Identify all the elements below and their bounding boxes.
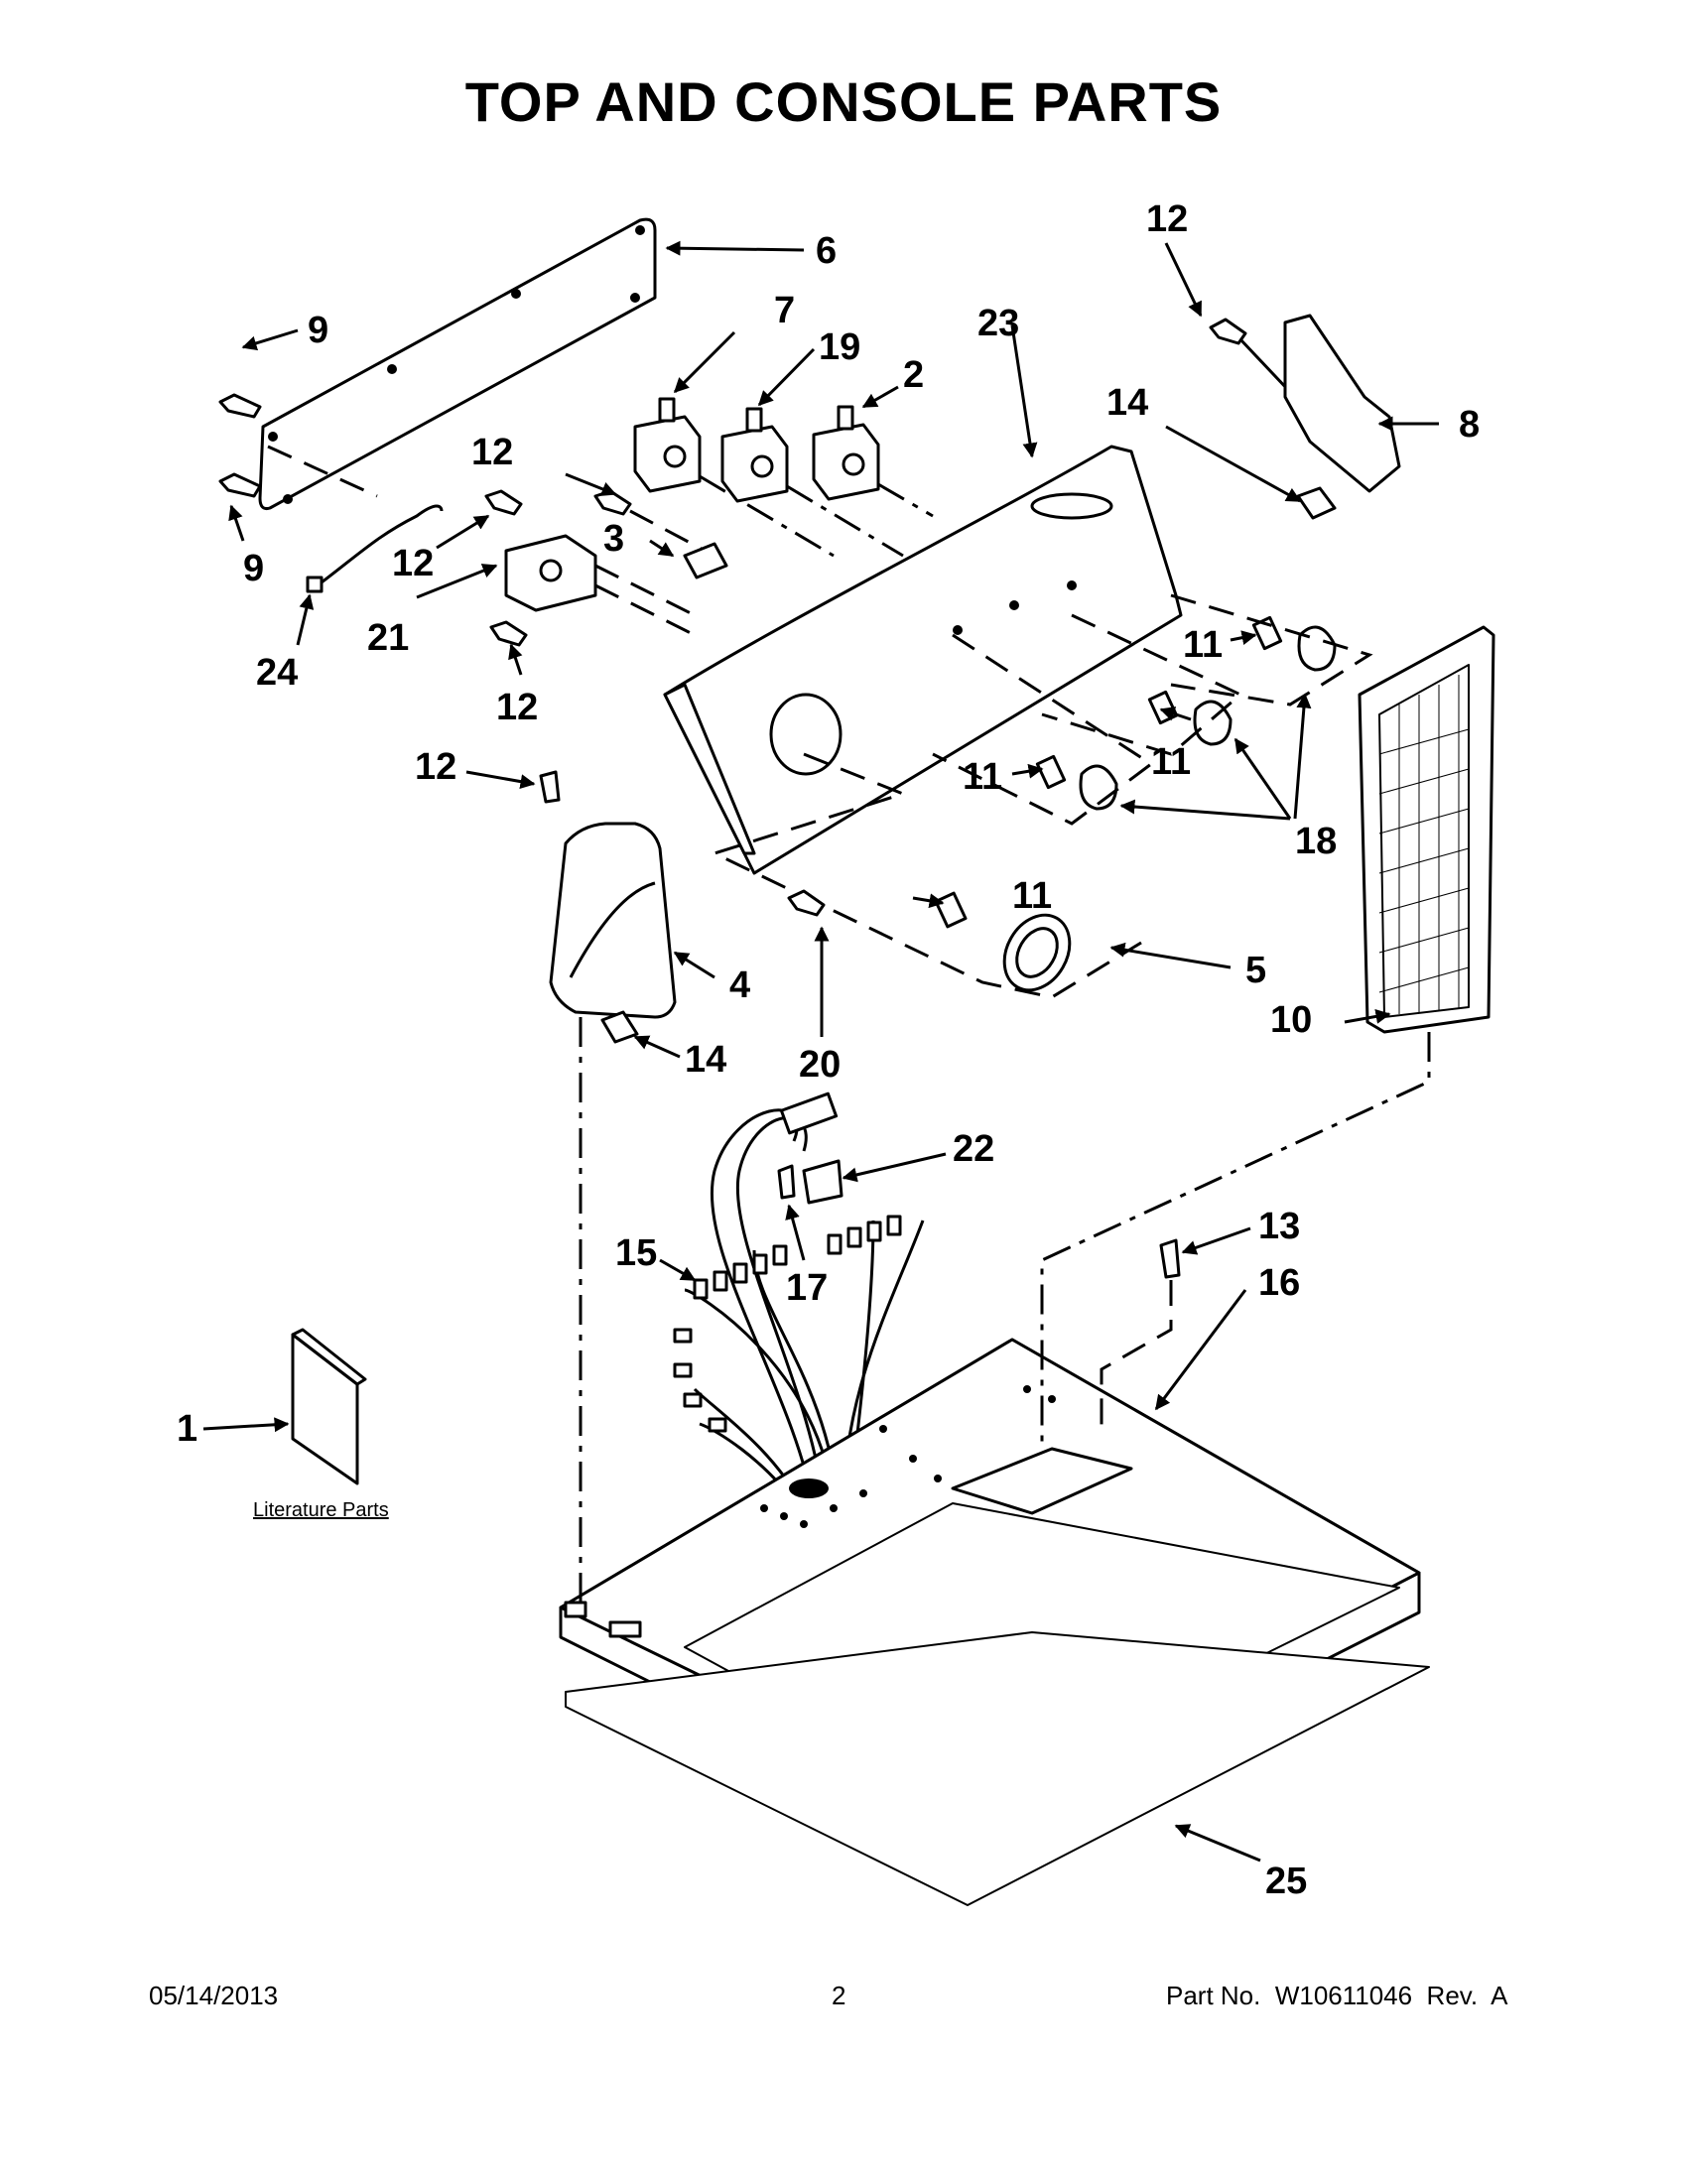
callout-11-c: 11 (963, 756, 1002, 798)
screw-13 (1159, 1238, 1181, 1279)
lint-screen-10 (1358, 625, 1495, 1034)
callout-12-left-mid: 12 (392, 543, 434, 584)
callout-8: 8 (1459, 404, 1480, 446)
knob-18-c (1035, 754, 1118, 811)
wire-harness-24 (306, 504, 444, 593)
rear-console-bracket (258, 217, 657, 510)
callout-21: 21 (367, 617, 409, 659)
screw-12-left (539, 770, 561, 804)
callout-11-b: 11 (1151, 741, 1191, 783)
switch-2 (812, 405, 934, 518)
footer-page-number: 2 (832, 1981, 846, 2010)
screw-9-lower (218, 472, 262, 498)
callout-14-top-right: 14 (1106, 382, 1148, 424)
callout-20: 20 (799, 1044, 841, 1086)
callout-2: 2 (903, 354, 924, 396)
callout-19: 19 (819, 326, 860, 368)
callout-15: 15 (615, 1232, 657, 1274)
screw-9-upper (218, 393, 262, 419)
end-cap-4 (549, 822, 677, 1019)
footer-part-number: Part No. W10611046 Rev. A (1166, 1981, 1508, 2010)
switch-7 (633, 397, 835, 558)
callout-12-top-right: 12 (1146, 198, 1188, 240)
callout-16: 16 (1258, 1262, 1300, 1304)
callout-9-upper: 9 (308, 310, 328, 351)
callout-24: 24 (256, 652, 298, 694)
clip-14-left (600, 1010, 639, 1044)
callout-9-lower: 9 (243, 548, 264, 589)
clip-3 (683, 542, 728, 579)
screw-12-timer-bottom (489, 620, 528, 647)
page-title: TOP AND CONSOLE PARTS (464, 70, 1223, 133)
callout-11-a: 11 (1183, 624, 1223, 666)
console-panel-23 (663, 445, 1183, 875)
callout-1: 1 (177, 1408, 197, 1450)
callout-22: 22 (953, 1128, 994, 1170)
footer-date: 05/14/2013 (149, 1981, 279, 2010)
callout-25: 25 (1265, 1861, 1307, 1902)
callout-13: 13 (1258, 1206, 1300, 1247)
callout-5: 5 (1245, 950, 1266, 991)
literature-book-1 (291, 1328, 367, 1485)
screw-17 (777, 1164, 796, 1200)
callout-14-left: 14 (685, 1039, 726, 1081)
callout-labels: 6 7 19 2 23 12 14 8 9 9 12 12 3 21 24 12… (177, 198, 1480, 1902)
callout-23: 23 (977, 303, 1019, 344)
callout-18: 18 (1295, 821, 1337, 862)
screw-20 (787, 889, 826, 917)
switch-19 (720, 407, 904, 558)
screw-12-top-right (1209, 318, 1292, 394)
leader-lines (202, 240, 1439, 1863)
literature-parts-label: Literature Parts (253, 1499, 389, 1521)
seal-25 (565, 1631, 1430, 1906)
timer-switch-21 (504, 534, 696, 637)
callout-6: 6 (816, 230, 837, 272)
screw-12-timer-top (484, 489, 523, 516)
clip-14-right (1296, 486, 1337, 520)
callout-3: 3 (603, 518, 624, 560)
callout-12-left-top: 12 (471, 432, 513, 473)
knob-5 (934, 891, 1072, 992)
callout-10: 10 (1270, 999, 1312, 1041)
callout-4: 4 (729, 964, 750, 1006)
callout-12-end-cap: 12 (415, 746, 456, 788)
callout-11-d: 11 (1012, 875, 1052, 917)
callout-17: 17 (786, 1267, 828, 1309)
knob-18-a (1251, 615, 1337, 672)
bracket-8 (1283, 314, 1401, 493)
callout-12-left-bottom: 12 (496, 687, 538, 728)
mounting-bracket-22 (802, 1159, 844, 1205)
callout-7: 7 (774, 290, 795, 331)
